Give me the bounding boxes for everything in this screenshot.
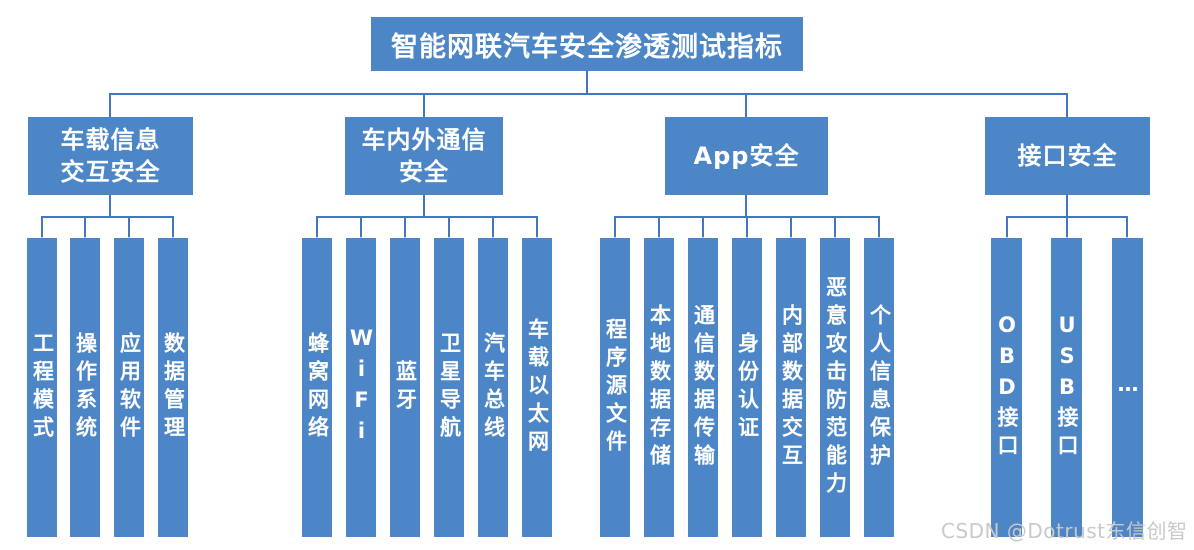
connector-line (492, 216, 494, 239)
leaf-node-label: 个人信息保护 (867, 303, 892, 472)
leaf-node-label: 数据管理 (161, 331, 186, 444)
connector-line (423, 93, 425, 118)
connector-line (360, 216, 362, 239)
leaf-node-label: 车载以太网 (525, 317, 550, 458)
connector-line (878, 216, 880, 239)
leaf-node: 数据管理 (158, 238, 188, 537)
leaf-node-label: 应用软件 (117, 331, 142, 444)
connector-line (536, 216, 538, 239)
leaf-node: … (1112, 238, 1143, 537)
connector-line (1066, 216, 1068, 239)
leaf-node-label: 操作系统 (73, 331, 98, 444)
leaf-node-label: 蜂窝网络 (305, 331, 330, 444)
leaf-node: 个人信息保护 (864, 238, 894, 537)
category-node-label: 车内外通信 安全 (361, 125, 487, 186)
leaf-node-label: 蓝牙 (393, 359, 418, 416)
leaf-node-label: 恶意攻击防范能力 (823, 275, 848, 500)
leaf-node-label: WiFi (349, 325, 374, 450)
leaf-node-label: 程序源文件 (603, 317, 628, 458)
connector-line (316, 216, 318, 239)
connector-line (586, 71, 588, 95)
connector-line (745, 195, 747, 217)
connector-line (614, 216, 616, 239)
leaf-node: 内部数据交互 (776, 238, 806, 537)
connector-line (128, 216, 130, 239)
connector-line (109, 93, 1068, 95)
leaf-node: WiFi (346, 238, 376, 537)
connector-line (1066, 195, 1068, 217)
connector-line (702, 216, 704, 239)
leaf-node-label: 身份认证 (735, 331, 760, 444)
leaf-node: 应用软件 (114, 238, 144, 537)
leaf-node: 蜂窝网络 (302, 238, 332, 537)
leaf-node: 恶意攻击防范能力 (820, 238, 850, 537)
leaf-node: 程序源文件 (600, 238, 630, 537)
leaf-node: 蓝牙 (390, 238, 420, 537)
connector-line (172, 216, 174, 239)
connector-line (448, 216, 450, 239)
category-node-communication: 车内外通信 安全 (345, 117, 503, 195)
leaf-node-label: … (1116, 372, 1140, 403)
category-node-vehicle-info-interaction: 车载信息 交互安全 (28, 117, 193, 195)
connector-line (745, 93, 747, 118)
leaf-node-label: 本地数据存储 (647, 303, 672, 472)
root-node: 智能网联汽车安全渗透测试指标 (371, 17, 803, 71)
connector-line (84, 216, 86, 239)
connector-line (746, 216, 748, 239)
leaf-node: 车载以太网 (522, 238, 552, 537)
category-node-app-security: App安全 (665, 117, 828, 195)
leaf-node: 工程模式 (27, 238, 57, 537)
category-node-label: App安全 (693, 141, 800, 170)
leaf-node-label: 汽车总线 (481, 331, 506, 444)
leaf-node-label: USB接口 (1055, 313, 1079, 462)
root-node-label: 智能网联汽车安全渗透测试指标 (391, 31, 783, 63)
connector-line (41, 216, 174, 218)
connector-line (109, 93, 111, 118)
leaf-node: 卫星导航 (434, 238, 464, 537)
leaf-node: OBD接口 (991, 238, 1022, 537)
leaf-node-label: 卫星导航 (437, 331, 462, 444)
leaf-node-label: 内部数据交互 (779, 303, 804, 472)
connector-line (423, 195, 425, 217)
leaf-node: 汽车总线 (478, 238, 508, 537)
connector-line (41, 216, 43, 239)
connector-line (316, 216, 538, 218)
connector-line (1006, 216, 1008, 239)
leaf-node: 身份认证 (732, 238, 762, 537)
leaf-node: 操作系统 (70, 238, 100, 537)
connector-line (404, 216, 406, 239)
leaf-node-label: 通信数据传输 (691, 303, 716, 472)
leaf-node: USB接口 (1051, 238, 1082, 537)
category-node-label: 接口安全 (1017, 141, 1118, 170)
connector-line (658, 216, 660, 239)
connector-line (834, 216, 836, 239)
connector-line (1126, 216, 1128, 239)
leaf-node: 本地数据存储 (644, 238, 674, 537)
connector-line (109, 195, 111, 217)
category-node-interface-security: 接口安全 (985, 117, 1150, 195)
category-node-label: 车载信息 交互安全 (60, 125, 161, 186)
leaf-node-label: 工程模式 (30, 331, 55, 444)
leaf-node-label: OBD接口 (995, 313, 1019, 462)
connector-line (1066, 93, 1068, 118)
watermark: CSDN @Dotrust东信创智 (941, 519, 1188, 543)
leaf-node: 通信数据传输 (688, 238, 718, 537)
connector-line (790, 216, 792, 239)
